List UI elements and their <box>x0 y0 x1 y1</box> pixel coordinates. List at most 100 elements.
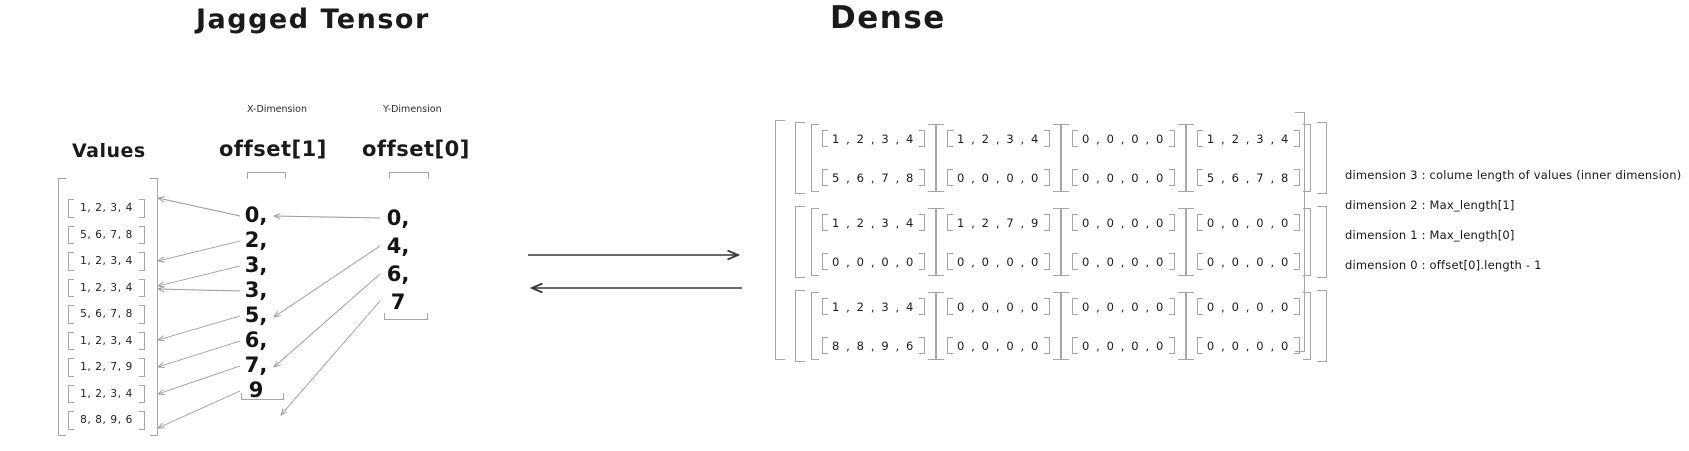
dense-matrix-rows: 1 , 2 , 3 , 4 0 , 0 , 0 , 0 <box>944 122 1053 194</box>
right-bracket <box>1168 130 1175 147</box>
offset0-value: 7 <box>390 290 406 314</box>
left-bracket <box>822 169 828 186</box>
left-bracket <box>1071 130 1078 147</box>
matrix-row: 0 , 0 , 0 , 0 <box>1071 165 1175 190</box>
left-bracket <box>935 208 944 276</box>
dense-matrix: 1 , 2 , 3 , 4 5 , 6 , 7 , 8 <box>1185 122 1311 194</box>
offset1-value: 3, <box>244 278 268 302</box>
left-bracket <box>1071 337 1078 354</box>
left-bracket <box>1060 292 1069 360</box>
right-bracket <box>1302 292 1311 360</box>
right-bracket <box>1302 208 1311 276</box>
right-bracket <box>139 225 145 244</box>
offset1-value: 5, <box>244 303 268 327</box>
left-bracket <box>946 214 953 231</box>
matrix-row-text: 1 , 2 , 3 , 4 <box>1206 131 1290 146</box>
values-row: 1, 2, 3, 4 <box>68 275 145 302</box>
right-bracket <box>1043 214 1050 231</box>
right-bracket <box>1168 337 1175 354</box>
jagged-tensor-title: Jagged Tensor <box>196 4 430 35</box>
offset1-column-header: offset[1] <box>219 137 327 161</box>
right-bracket <box>1177 292 1186 360</box>
right-bracket <box>1168 214 1175 231</box>
left-bracket <box>811 124 819 192</box>
left-bracket <box>822 298 828 315</box>
right-bracket <box>139 278 145 297</box>
matrix-row-text: 0 , 0 , 0 , 0 <box>1081 299 1165 314</box>
left-bracket <box>68 199 74 218</box>
outer-left-bracket <box>58 178 66 436</box>
left-bracket <box>946 337 953 354</box>
matrix-row: 0 , 0 , 0 , 0 <box>946 333 1050 358</box>
matrix-row: 0 , 0 , 0 , 0 <box>946 249 1050 274</box>
matrix-row-text: 5 , 6 , 7 , 8 <box>832 170 915 185</box>
right-bracket <box>1293 337 1300 354</box>
values-row: 5, 6, 7, 8 <box>68 301 145 328</box>
right-bracket <box>927 124 936 192</box>
matrix-row-text: 1 , 2 , 3 , 4 <box>832 131 915 146</box>
offset0-top-bracket <box>389 172 429 179</box>
left-bracket <box>795 206 805 278</box>
matrix-row: 0 , 0 , 0 , 0 <box>946 165 1050 190</box>
left-bracket <box>1196 130 1203 147</box>
values-column-header: Values <box>72 140 146 162</box>
matrix-row-text: 1 , 2 , 3 , 4 <box>956 131 1040 146</box>
right-bracket <box>139 305 145 324</box>
values-row: 5, 6, 7, 8 <box>68 222 145 249</box>
left-bracket <box>68 305 74 324</box>
values-row-text: 1, 2, 3, 4 <box>80 387 133 400</box>
left-bracket <box>68 252 74 271</box>
right-bracket <box>1043 337 1050 354</box>
offset0-to-offset1-arrows <box>272 213 381 416</box>
matrix-row-text: 0 , 0 , 0 , 0 <box>1206 299 1290 314</box>
matrix-row: 8 , 8 , 9 , 6 <box>822 333 925 358</box>
right-bracket <box>918 253 925 270</box>
offset0-value: 0, <box>386 206 410 230</box>
right-bracket <box>1052 208 1061 276</box>
right-bracket <box>1293 253 1300 270</box>
right-bracket <box>1043 253 1050 270</box>
matrix-row-text: 8 , 8 , 9 , 6 <box>832 338 915 353</box>
legend-line: dimension 1 : Max_length[0] <box>1345 228 1515 242</box>
dense-matrix-rows: 1 , 2 , 3 , 4 5 , 6 , 7 , 8 <box>1194 122 1303 194</box>
left-bracket <box>946 253 953 270</box>
left-bracket <box>68 384 74 403</box>
matrix-row-text: 0 , 0 , 0 , 0 <box>956 254 1040 269</box>
left-bracket <box>822 337 828 354</box>
values-row-text: 1, 2, 7, 9 <box>80 361 133 374</box>
dimension-legend: dimension 3 : colume length of values (i… <box>1345 160 1681 280</box>
matrix-row-text: 1 , 2 , 3 , 4 <box>832 299 915 314</box>
right-bracket <box>1316 122 1327 194</box>
left-bracket <box>1185 208 1194 276</box>
left-bracket <box>1196 214 1203 231</box>
offset1-value: 9 <box>248 378 264 402</box>
matrix-row-text: 5 , 6 , 7 , 8 <box>1206 170 1290 185</box>
left-bracket <box>811 292 819 360</box>
matrix-row-text: 0 , 0 , 0 , 0 <box>1081 215 1165 230</box>
offset1-value: 3, <box>244 253 268 277</box>
left-bracket <box>811 208 819 276</box>
matrix-row: 0 , 0 , 0 , 0 <box>1071 294 1175 319</box>
left-bracket <box>1060 124 1069 192</box>
matrix-row: 0 , 0 , 0 , 0 <box>1196 294 1300 319</box>
right-bracket <box>918 169 925 186</box>
matrix-row: 5 , 6 , 7 , 8 <box>822 165 925 190</box>
values-row-text: 1, 2, 3, 4 <box>80 202 133 215</box>
left-bracket <box>68 225 74 244</box>
values-row: 1, 2, 7, 9 <box>68 354 145 381</box>
offset1-value: 2, <box>244 228 268 252</box>
offset1-to-values-arrows <box>156 196 241 429</box>
matrix-row: 0 , 0 , 0 , 0 <box>1071 210 1175 235</box>
